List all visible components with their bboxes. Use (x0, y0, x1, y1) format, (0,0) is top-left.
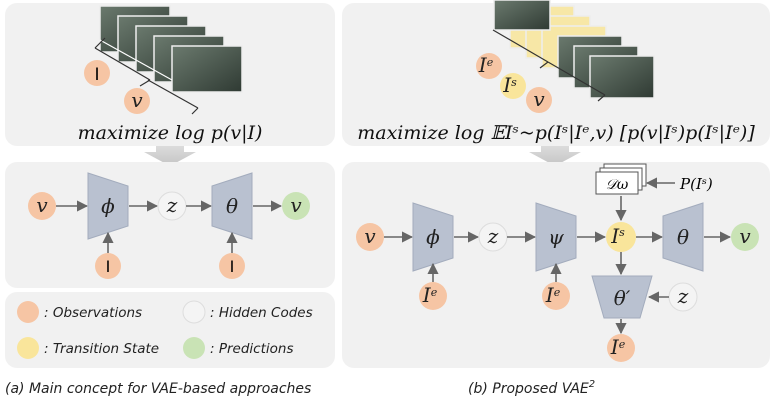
right-out2-node (607, 334, 635, 362)
left-input-label: v (36, 193, 48, 217)
left-output-label: v (290, 193, 302, 217)
dataset-stack (595, 163, 647, 195)
right-objective: maximize log 𝔼Iˢ~p(Iˢ|Iᵉ,v) [p(v|Iˢ)p(Iˢ… (357, 122, 755, 144)
left-decoder-label: θ (226, 194, 238, 218)
right-latent-label: z (487, 224, 499, 248)
right-caption: (b) Proposed VAE2 (468, 379, 595, 397)
left-cond1-node (95, 253, 121, 279)
right-cond2-label: Ie (545, 283, 561, 307)
left-bracket-image (94, 37, 151, 87)
right-top-video-label: v (533, 87, 545, 111)
left-top-video-node (124, 88, 150, 114)
left-top-image-label: I (94, 65, 99, 85)
right-state-label: Is (610, 224, 625, 248)
right-decoder-theta-prime (591, 275, 653, 319)
dataset-label: 𝒟ω (606, 177, 629, 193)
right-input-node (356, 223, 384, 251)
right-top-is-node (500, 73, 526, 99)
legend-observation-swatch (17, 301, 39, 323)
left-caption: (a) Main concept for VAE-based approache… (5, 381, 311, 397)
right-encoder-label: ϕ (426, 225, 440, 249)
legend-hidden-swatch (182, 300, 206, 324)
right-cond1-node (419, 282, 447, 310)
left-bracket-video (147, 79, 199, 115)
right-top-panel (342, 3, 770, 146)
left-top-image-node (84, 60, 110, 86)
left-input-node (28, 192, 56, 220)
left-latent-label: z (166, 193, 178, 217)
legend-transition-label: : Transition State (44, 341, 159, 357)
right-decoder-label: θ (677, 225, 689, 249)
left-encoder-phi (87, 172, 129, 240)
right-input-label: v (364, 224, 376, 248)
right-decoder-theta (662, 202, 704, 272)
right-cond1-label: Ie (422, 283, 438, 307)
right-psi-module (535, 202, 577, 272)
legend-prediction-swatch (183, 337, 205, 359)
left-cond2-label: I (230, 257, 235, 276)
left-objective: maximize log p(v|I) (78, 122, 263, 144)
left-encoder-label: ϕ (101, 194, 115, 218)
right-cond2-node (542, 282, 570, 310)
right-state-node (606, 222, 636, 252)
right-transition-arrow (529, 146, 581, 166)
left-transition-arrow (144, 146, 196, 166)
left-flow-panel (5, 162, 335, 288)
legend-prediction-label: : Predictions (210, 341, 293, 357)
legend-transition-swatch (17, 337, 39, 359)
right-top-is-label: Is (502, 73, 517, 97)
right-z2-label: z (677, 284, 689, 308)
left-decoder-theta (211, 172, 253, 240)
right-bracket-video (547, 61, 606, 102)
left-video-frames (99, 5, 243, 93)
legend-hidden-label: : Hidden Codes (210, 305, 313, 321)
right-psi-label: ψ (548, 225, 564, 249)
right-top-ie-label: Ie (478, 53, 494, 77)
right-top-video-node (526, 87, 552, 113)
legend-panel (5, 292, 335, 368)
left-cond2-node (219, 253, 245, 279)
right-bracket-state (492, 29, 549, 69)
right-video-frames (493, 0, 655, 99)
right-decoder2-label: θ′ (614, 286, 631, 310)
right-out2-label: Ie (610, 335, 626, 359)
prior-label: P(Iˢ) (679, 175, 713, 193)
legend-observation-label: : Observations (44, 305, 142, 321)
right-top-ie-node (476, 53, 502, 79)
left-cond1-label: I (106, 257, 111, 276)
right-encoder-phi (412, 202, 454, 272)
left-output-node (282, 192, 310, 220)
right-output-node (731, 223, 759, 251)
right-output-label: v (739, 224, 751, 248)
left-top-video-label: v (131, 88, 143, 112)
